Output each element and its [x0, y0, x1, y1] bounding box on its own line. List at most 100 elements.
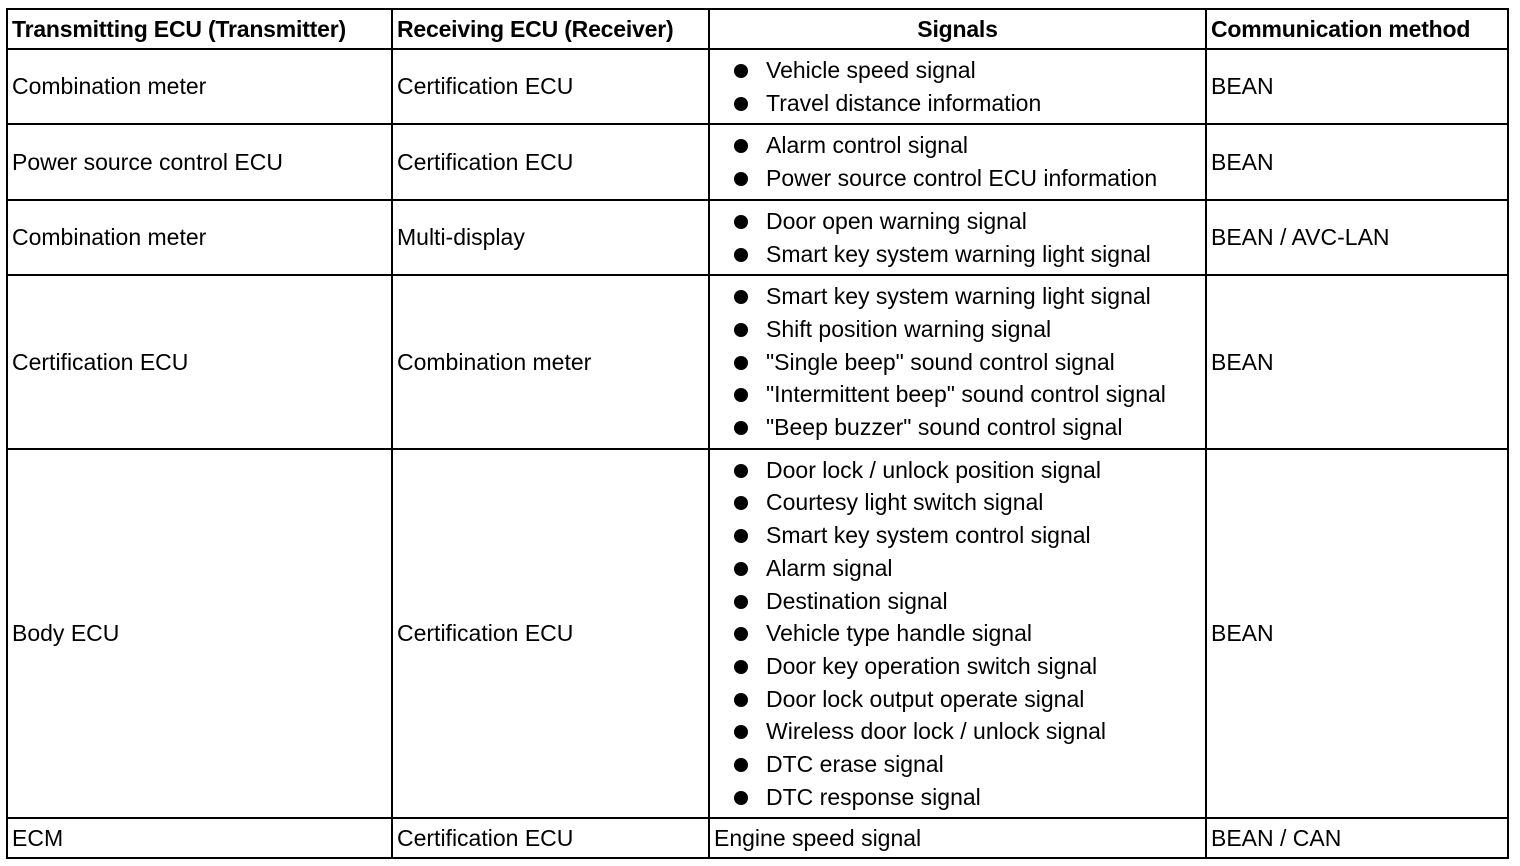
bullet-icon [734, 421, 748, 436]
signal-item: DTC response signal [732, 781, 1201, 814]
header-receiver: Receiving ECU (Receiver) [391, 8, 710, 50]
signal-text: DTC erase signal [766, 751, 944, 778]
signal-item: DTC erase signal [732, 748, 1201, 781]
header-method: Communication method [1205, 8, 1509, 50]
bullet-icon [734, 388, 748, 403]
receiver-cell: Certification ECU [391, 447, 710, 820]
bullet-icon [734, 758, 748, 773]
transmitter-cell: Combination meter [6, 47, 393, 126]
receiver-cell: Multi-display [391, 198, 710, 277]
bullet-icon [734, 790, 748, 805]
signal-item: Alarm control signal [732, 129, 1201, 162]
method-cell: BEAN [1205, 123, 1509, 201]
signal-item: Door key operation switch signal [732, 650, 1201, 683]
bullet-icon [734, 139, 748, 154]
method-cell: BEAN [1205, 274, 1509, 450]
signal-item: Destination signal [732, 585, 1201, 618]
bullet-icon [734, 725, 748, 740]
signal-text: Shift position warning signal [766, 315, 1052, 342]
signal-item: Courtesy light switch signal [732, 486, 1201, 519]
method-cell: BEAN / CAN [1205, 817, 1509, 860]
signal-text: Destination signal [766, 587, 948, 614]
method-cell: BEAN [1205, 47, 1509, 126]
bullet-icon [734, 172, 748, 187]
method-cell: BEAN [1205, 447, 1509, 820]
signal-text: "Beep buzzer" sound control signal [766, 414, 1123, 441]
signal-text: Power source control ECU information [766, 165, 1158, 192]
signal-text: Door open warning signal [766, 207, 1027, 234]
signal-item: Vehicle type handle signal [732, 617, 1201, 650]
bullet-icon [734, 594, 748, 609]
bullet-icon [734, 214, 748, 229]
transmitter-cell: Power source control ECU [6, 123, 393, 201]
communication-table: Transmitting ECU (Transmitter) Receiving… [6, 8, 1509, 860]
signal-text: Alarm control signal [766, 132, 968, 159]
signal-text: Wireless door lock / unlock signal [766, 718, 1107, 745]
signal-item: Smart key system warning light signal [732, 280, 1201, 313]
transmitter-cell: Combination meter [6, 198, 393, 277]
header-transmitter: Transmitting ECU (Transmitter) [6, 8, 393, 50]
signal-text: DTC response signal [766, 783, 981, 810]
header-signals: Signals [708, 8, 1207, 50]
bullet-icon [734, 322, 748, 337]
receiver-cell: Certification ECU [391, 123, 710, 201]
bullet-icon [734, 64, 748, 78]
signal-item: Shift position warning signal [732, 313, 1201, 346]
bullet-icon [734, 96, 748, 111]
bullet-icon [734, 355, 748, 370]
signal-item: Vehicle speed signal [732, 54, 1201, 87]
signals-cell: Engine speed signal [708, 817, 1207, 860]
signal-text: Courtesy light switch signal [766, 489, 1044, 516]
receiver-cell: Combination meter [391, 274, 710, 450]
signal-item: Door lock / unlock position signal [732, 454, 1201, 487]
signal-item: Alarm signal [732, 552, 1201, 585]
receiver-cell: Certification ECU [391, 817, 710, 860]
bullet-icon [734, 627, 748, 642]
transmitter-cell: ECM [6, 817, 393, 860]
signal-text: Door lock / unlock position signal [766, 456, 1101, 483]
transmitter-cell: Body ECU [6, 447, 393, 820]
signal-text: Door key operation switch signal [766, 652, 1098, 679]
bullet-icon [734, 463, 748, 478]
signal-text: Smart key system warning light signal [766, 240, 1151, 267]
method-cell: BEAN / AVC-LAN [1205, 198, 1509, 277]
signal-item: "Single beep" sound control signal [732, 346, 1201, 379]
signal-text: Smart key system warning light signal [766, 283, 1151, 310]
signal-item: "Beep buzzer" sound control signal [732, 411, 1201, 444]
signal-text: Vehicle type handle signal [766, 620, 1032, 647]
bullet-icon [734, 247, 748, 262]
signal-text: Vehicle speed signal [766, 57, 976, 83]
bullet-icon [734, 529, 748, 544]
signal-text: "Single beep" sound control signal [766, 348, 1115, 375]
transmitter-cell: Certification ECU [6, 274, 393, 450]
bullet-icon [734, 496, 748, 511]
signal-item: Travel distance information [732, 87, 1201, 120]
signal-item: Smart key system control signal [732, 519, 1201, 552]
signal-text: Alarm signal [766, 554, 893, 581]
signal-item: Smart key system warning light signal [732, 238, 1201, 271]
signal-text: Door lock output operate signal [766, 685, 1085, 712]
signal-item: Door open warning signal [732, 205, 1201, 238]
receiver-cell: Certification ECU [391, 47, 710, 126]
bullet-icon [734, 659, 748, 674]
signal-item: Power source control ECU information [732, 162, 1201, 195]
bullet-icon [734, 561, 748, 576]
signal-text: Travel distance information [766, 89, 1042, 116]
